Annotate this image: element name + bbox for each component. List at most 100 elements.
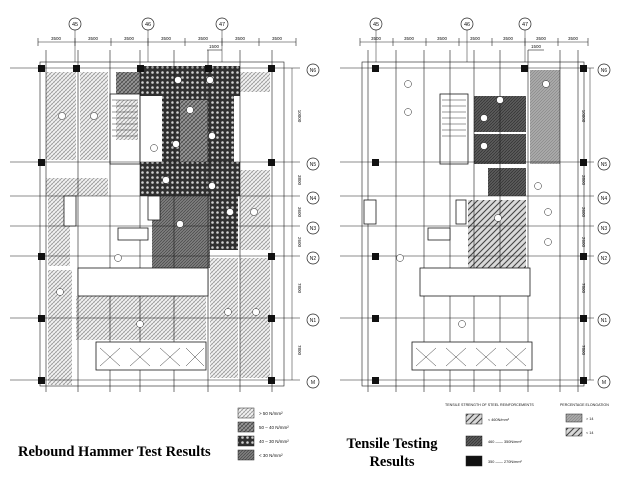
zone-dark [140,66,240,96]
zone-dark [140,162,240,196]
plan-gridlines [340,50,594,392]
zone-light [46,178,108,196]
legend-strength-2: 460 —— 350N/mm² [488,440,522,444]
legend-swatch-black [465,455,483,467]
zone-light [48,270,72,385]
row-tag-n6: N6 [310,68,317,74]
legend-elong-1: > 14 [586,417,594,421]
legend-swatch-elong-hatch [565,427,583,437]
structural-columns [38,65,275,384]
column-tag-45: 45 [373,22,379,28]
legend-swatch-light [237,407,255,419]
row-tag-n4: N4 [601,196,608,202]
top-dim-2: 3500 [88,36,99,41]
legend-swatch-elong-grey [565,413,583,423]
legend-swatch-grey [237,449,255,461]
strength-zones [46,66,270,385]
side-dim-1: 10000 [297,110,302,123]
row-tag-m: M [311,380,315,386]
rebound-hammer-floor-plan: 3500 3500 3500 3500 3500 3500 3500 1500 … [10,17,320,392]
stair-lines [415,99,527,367]
top-dim-1: 3500 [51,36,62,41]
legend-swatch-mid [237,421,255,433]
test-point-markers [396,80,552,328]
row-tag-bubble [306,313,320,327]
top-dim-5: 3500 [503,36,514,41]
tensile-testing-caption: Tensile Testing Results [342,435,442,471]
row-tag-bubble [306,251,320,265]
top-dim-4: 3500 [161,36,172,41]
legend-heading-strength: TENSILE STRENGTH OF STEEL REINFORCEMENTS [445,403,534,407]
side-dim-5: 7800 [581,283,586,294]
side-dim-1: 10000 [581,110,586,123]
row-tag-n4: N4 [310,196,317,202]
column-tag-46: 46 [145,22,151,28]
row-tag-n3: N3 [601,226,608,232]
row-tag-bubble [597,191,611,205]
side-dim-3: 3600 [581,207,586,218]
row-tag-bubble [597,157,611,171]
zone-light [240,72,270,92]
legend-elong-2: < 14 [586,431,594,435]
side-dim-4: 2600 [581,237,586,248]
tensile-caption-line-2: Results [369,454,415,470]
legend-label-1: > 50 N/mm² [259,411,283,416]
column-tag-46: 46 [464,22,470,28]
row-tag-n2: N2 [601,256,608,262]
top-dim-2: 3500 [404,36,415,41]
top-dim-4: 3500 [470,36,481,41]
top-dim-3: 3500 [124,36,135,41]
tensile-zones [468,70,560,268]
top-dim-5: 3500 [198,36,209,41]
top-dim-7: 3500 [272,36,283,41]
side-dim-6: 7800 [581,345,586,356]
row-tag-n2: N2 [310,256,317,262]
row-tag-bubble [597,221,611,235]
top-dim-6: 3500 [235,36,246,41]
legend-swatch-darkgrey [465,435,483,447]
row-tag-bubble [306,63,320,77]
offset-dim: 1500 [531,44,542,49]
legend-swatch-hatch [465,413,483,425]
tensile-legend: TENSILE STRENGTH OF STEEL REINFORCEMENTS… [445,403,609,467]
zone-darkgrey [488,168,526,196]
legend-label-2: 50 – 40 N/mm² [259,425,289,430]
row-tag-n5: N5 [601,162,608,168]
row-tag-m: M [602,380,606,386]
row-tag-bubble [306,375,320,389]
column-tag-47: 47 [219,22,225,28]
side-dim-6: 7800 [297,345,302,356]
offset-dim: 1500 [209,44,220,49]
legend-label-3: 40 – 30 N/mm² [259,439,289,444]
top-dim-3: 3500 [437,36,448,41]
row-tag-n1: N1 [310,318,317,324]
row-tag-bubble [306,157,320,171]
row-tag-bubble [306,221,320,235]
room-walls [63,93,209,371]
zone-hatch [468,200,526,268]
side-dim-2: 3800 [581,175,586,186]
zone-dark [210,196,238,250]
side-dim-2: 3800 [297,175,302,186]
rebound-hammer-caption: Rebound Hammer Test Results [18,444,211,460]
row-tag-n1: N1 [601,318,608,324]
tensile-floor-plan: 3500 3500 3500 3500 3500 3500 3500 1500 … [340,17,611,392]
legend-swatch-dark [237,435,255,447]
legend-label-4: < 30 N/mm² [259,453,283,458]
structural-columns [372,65,587,384]
side-dim-5: 7800 [297,283,302,294]
room-walls [363,93,533,371]
row-tag-bubble [597,251,611,265]
zone-grey [152,196,210,268]
column-tag-47: 47 [522,22,528,28]
row-tag-n6: N6 [601,68,608,74]
column-tag-45: 45 [72,22,78,28]
row-tag-n3: N3 [310,226,317,232]
tensile-caption-line-1: Tensile Testing [346,436,438,452]
side-dim-4: 2600 [297,237,302,248]
side-dim-3: 3600 [297,207,302,218]
row-tag-n5: N5 [310,162,317,168]
legend-strength-3: 350 —— 270N/mm² [488,460,522,464]
rebound-legend: > 50 N/mm² 50 – 40 N/mm² 40 – 30 N/mm² <… [237,407,289,461]
